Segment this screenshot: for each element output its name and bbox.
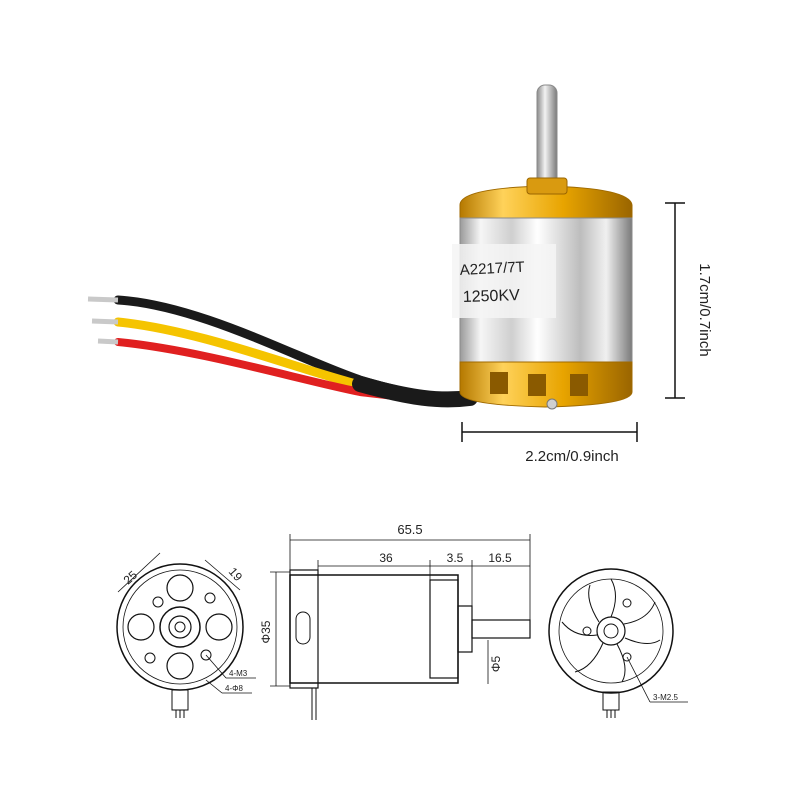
rear-hole-3 [622, 652, 632, 662]
front-hub-outer [159, 606, 201, 648]
front-view-drawing: 25 19 4-M3 4-Φ8 [116, 552, 256, 718]
motor-photo: A2217/7T 1250KV [87, 84, 633, 410]
side-front-ring [289, 569, 319, 689]
front-wire-stub [171, 689, 189, 711]
side-dim-shaft-label: 16.5 [488, 551, 512, 565]
rear-vane-7 [588, 584, 600, 623]
front-lobe-top [166, 574, 194, 602]
width-dimension: 2.2cm/0.9inch [461, 422, 638, 465]
side-back-ring [429, 579, 459, 679]
front-hole-4 [200, 649, 212, 661]
side-dim-gap-label: 3.5 [447, 551, 464, 565]
front-leader-1 [205, 654, 227, 679]
rear-vane-4 [616, 643, 626, 683]
side-shaft [471, 619, 531, 639]
front-lobe-bottom [166, 652, 194, 680]
vent-slot-2 [528, 374, 546, 396]
rear-vane-3 [624, 637, 661, 644]
front-dim-25-label: 25 [121, 568, 141, 588]
wire-sheath [352, 376, 478, 408]
rear-outer-circle [548, 568, 674, 694]
side-view-drawing: 65.5 36 3.5 16.5 Φ35 Φ5 [259, 522, 531, 720]
rear-vane-6 [561, 621, 598, 636]
side-body [289, 574, 459, 684]
shaft-collar [526, 177, 568, 195]
vent-slot-3 [570, 374, 588, 396]
front-inner-circle [122, 569, 238, 685]
wire-yellow [113, 317, 475, 403]
vent-slot-1 [490, 372, 508, 394]
front-hole-label-m3: 4-M3 [229, 669, 248, 678]
rear-inner-circle [558, 578, 664, 684]
motor-kv-label: 1250KV [463, 287, 521, 306]
front-hole-2 [204, 592, 216, 604]
width-dimension-label: 2.2cm/0.9inch [525, 448, 618, 465]
front-leader-2 [205, 679, 223, 694]
front-hub-inner [168, 615, 192, 639]
front-hole-label-d8: 4-Φ8 [225, 684, 243, 693]
rear-leader [626, 656, 651, 703]
height-dimension-label: 1.7cm/0.7inch [696, 263, 713, 356]
front-outer-circle [116, 563, 244, 691]
front-dim-19-label: 19 [226, 565, 246, 585]
side-flange [457, 605, 473, 653]
rear-hole-label: 3-M2.5 [653, 693, 678, 702]
side-dim-diameter-label: Φ35 [259, 620, 273, 643]
wire-tip-3 [97, 338, 119, 345]
side-dim-shaft-diameter-label: Φ5 [489, 656, 503, 673]
front-dim-25-line [117, 552, 161, 593]
front-hub-center [174, 621, 186, 633]
rear-hub-outer [596, 616, 626, 646]
rear-vane-2 [623, 601, 656, 625]
height-dimension: 1.7cm/0.7inch [665, 202, 713, 399]
rear-vane-1 [610, 578, 616, 618]
front-lobe-left [127, 613, 155, 641]
side-dim-total-label: 65.5 [397, 522, 422, 537]
front-hole-1 [152, 596, 164, 608]
rear-hub-inner [603, 623, 619, 639]
front-lobe-right [205, 613, 233, 641]
rear-hole-1 [622, 598, 632, 608]
base-screw [546, 398, 558, 410]
rear-vane-5 [574, 642, 604, 673]
front-dim-19-line [204, 559, 241, 591]
rear-hole-2 [582, 626, 592, 636]
wire-bundle [87, 295, 478, 408]
rear-view-drawing: 3-M2.5 [548, 568, 688, 718]
motor-model-label: A2217/7T [459, 259, 525, 279]
side-wire-slot [295, 611, 311, 645]
motor-label-sticker [452, 244, 556, 318]
rear-wire-stub [602, 691, 620, 711]
front-hole-3 [144, 652, 156, 664]
wire-tip-1 [87, 296, 119, 303]
side-dim-body-label: 36 [379, 551, 393, 565]
wire-tip-2 [91, 318, 119, 325]
